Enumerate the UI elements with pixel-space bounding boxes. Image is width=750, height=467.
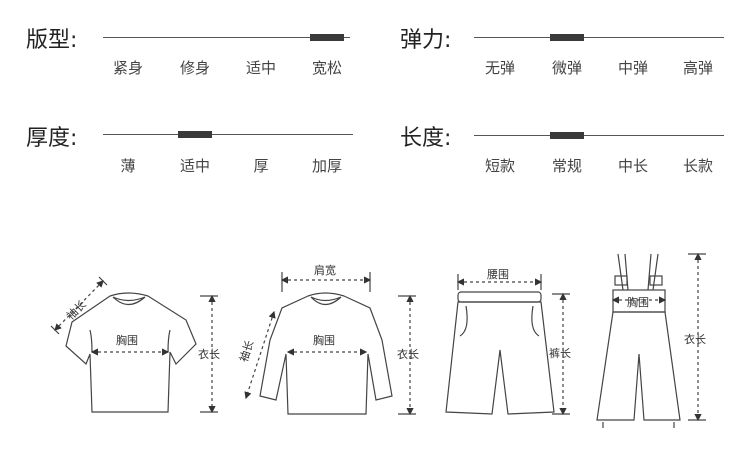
elasticity-option: 高弹 [682, 59, 714, 77]
longsleeve-length-label: 衣长 [397, 347, 419, 361]
fit-label: 版型: [26, 28, 78, 53]
thickness-option: 薄 [120, 157, 136, 175]
length-marker [550, 132, 584, 139]
longsleeve-collar [310, 296, 342, 306]
overalls-outline [596, 311, 681, 421]
pants-waist-label: 腰围 [487, 268, 509, 281]
overalls-diagram [596, 252, 706, 428]
elasticity-option: 无弹 [484, 59, 516, 77]
fit-option: 宽松 [311, 59, 343, 77]
longsleeve-shoulder-label: 肩宽 [314, 263, 336, 277]
pants-length-label: 裤长 [549, 346, 571, 360]
longsleeve-diagram [244, 272, 416, 416]
longsleeve-chest-label: 胸围 [313, 333, 335, 347]
overalls-length-label: 衣长 [684, 332, 706, 346]
length-scale [474, 132, 724, 139]
length-option: 常规 [551, 157, 583, 175]
thickness-option: 适中 [179, 157, 211, 175]
length-label: 长度: [400, 126, 452, 151]
tshirt-diagram [50, 276, 218, 414]
elasticity-option: 微弹 [551, 59, 583, 77]
fit-marker [310, 34, 344, 41]
pants-diagram [445, 274, 570, 416]
fit-option: 适中 [245, 59, 277, 77]
length-option: 长款 [682, 157, 714, 175]
thickness-option: 厚 [253, 157, 269, 175]
overalls-chest-label: 胸围 [627, 295, 649, 309]
longsleeve-sleeve-label: 袖长 [236, 338, 256, 363]
length-option: 短款 [484, 157, 516, 175]
fit-option: 紧身 [112, 59, 144, 77]
thickness-marker [178, 131, 212, 138]
elasticity-scale [474, 34, 724, 41]
elasticity-marker [550, 34, 584, 41]
thickness-scale [103, 131, 353, 138]
elasticity-option: 中弹 [617, 59, 649, 77]
tshirt-chest-label: 胸围 [116, 333, 138, 347]
tshirt-length-label: 衣长 [198, 347, 220, 361]
fit-option: 修身 [179, 59, 211, 77]
elasticity-label: 弹力: [400, 28, 452, 53]
thickness-label: 厚度: [26, 126, 78, 151]
fit-scale [103, 34, 350, 41]
pants-waistband [457, 291, 542, 303]
tshirt-sleeve-label: 袖长 [63, 297, 88, 322]
tshirt-outline [65, 292, 197, 413]
thickness-option: 加厚 [311, 157, 343, 175]
pants-outline [445, 301, 555, 415]
length-option: 中长 [617, 157, 649, 175]
longsleeve-outline [259, 292, 393, 415]
tshirt-collar [112, 296, 146, 306]
